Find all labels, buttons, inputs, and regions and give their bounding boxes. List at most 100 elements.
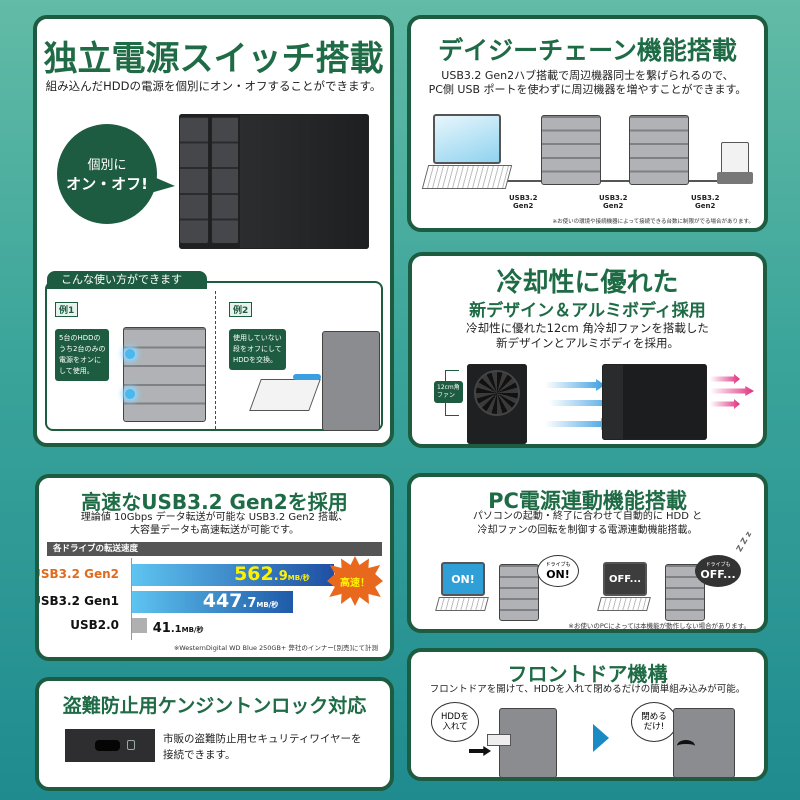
example1-line: 5台のHDDの (59, 334, 101, 342)
power-switch-subtitle: 組み込んだHDDの電源を個別にオン・オフすることができます。 (45, 79, 382, 93)
cooling-title-1: 冷却性に優れた (496, 268, 679, 298)
example2-line: HDDを交換。 (233, 356, 278, 364)
bubble-line2: オン・オフ! (66, 175, 148, 193)
fan-icon (474, 370, 520, 416)
airflow-out-arrow (710, 374, 740, 384)
kensington-desc-2: 接続できます。 (163, 749, 236, 761)
usb-speed-panel: 高速なUSB3.2 Gen2を採用 理論値 10Gbps データ転送が可能な U… (35, 474, 394, 661)
example2-tag: 例2 (229, 302, 253, 317)
kensington-slot-photo (65, 729, 155, 762)
daisy-chain-title: デイジーチェーン機能搭載 (438, 36, 737, 65)
enclosure-1-illustration (541, 115, 601, 185)
example2-line: 段をオフにして (233, 345, 282, 353)
airflow-in-arrow (545, 418, 611, 430)
pc-power-desc-2: 冷却ファンの回転を制御する電源連動機能搭載。 (477, 525, 698, 536)
close-arrow-icon (677, 740, 695, 752)
example1-enclosure-illustration (123, 327, 206, 422)
swap-arrows-icon (293, 374, 321, 380)
daisy-chain-desc-2: PC側 USB ポートを使わずに周辺機器を増やすことができます。 (428, 83, 747, 96)
enclosure-photo (179, 114, 369, 249)
kensington-title: 盗難防止用ケンジントンロック対応 (62, 695, 367, 717)
kensington-desc-1: 市販の盗難防止用セキュリティワイヤーを (163, 733, 362, 745)
daisy-chain-panel: デイジーチェーン機能搭載 USB3.2 Gen2ハブ搭載で周辺機器同士を繋げられ… (407, 15, 768, 232)
front-door-desc: フロントドアを開けて、HDDを入れて閉めるだけの簡単組み込みが可能。 (429, 684, 746, 695)
link-label-2: USB3.2 Gen2 (599, 194, 628, 210)
example1-line: 電源をオンに (59, 356, 101, 364)
example1-tag: 例1 (55, 302, 79, 317)
chart-title-bar: 各ドライブの転送速度 (47, 542, 382, 556)
close-door-text: 閉める だけ! (641, 712, 667, 732)
power-switch-panel: 独立電源スイッチ搭載 組み込んだHDDの電源を個別にオン・オフすることができます… (33, 15, 394, 447)
laptop-keyboard (421, 165, 513, 189)
bubble-tail (147, 174, 175, 194)
category-label: USB2.0 (70, 617, 119, 632)
power-on-spark-icon (125, 349, 135, 359)
front-door-title: フロントドア機構 (507, 662, 668, 686)
hdd-dock-illustration (721, 142, 749, 174)
bubble-line1: 個別に (87, 158, 127, 173)
example2-text: 使用していない 段をオフにして HDDを交換。 (229, 329, 286, 370)
enclosure-2-illustration (629, 115, 689, 185)
enclosure-front-trays (179, 116, 209, 244)
example2-enclosure-illustration (322, 331, 380, 431)
drive-on-small: ドライブも (545, 562, 571, 568)
speed-bar (132, 591, 293, 613)
drive-on-bubble: ドライブも ON! (537, 555, 579, 587)
lock-slot (95, 740, 120, 751)
laptop-off: OFF... (603, 562, 647, 596)
laptop-illustration (433, 114, 501, 164)
usb-speed-desc-2: 大容量データも高速転送が可能です。 (130, 525, 299, 536)
fast-badge: 高速！ (327, 556, 383, 606)
kensington-panel: 盗難防止用ケンジントンロック対応 市販の盗難防止用セキュリティワイヤーを 接続で… (35, 677, 394, 791)
example2-line: 使用していない (233, 334, 282, 342)
cooling-panel: 冷却性に優れた 新デザイン＆アルミボディ採用 冷却性に優れた12cm 角冷却ファ… (408, 252, 767, 448)
link-label-1: USB3.2 Gen2 (509, 194, 538, 210)
fast-badge-text: 高速！ (340, 577, 370, 589)
enclosure-front-trays-right (211, 116, 239, 244)
usage-divider (215, 291, 216, 429)
hdd-dock-base (717, 172, 753, 184)
laptop-on-text: ON! (451, 572, 475, 586)
drive-off-bubble: ドライブも OFF... (695, 555, 741, 587)
speed-bar (132, 564, 335, 586)
airflow-in-arrow (545, 379, 605, 391)
link-label-3: USB3.2 Gen2 (691, 194, 720, 210)
usb-speed-title: 高速なUSB3.2 Gen2を採用 (81, 490, 348, 514)
cooling-desc-2: 新デザインとアルミボディを採用。 (495, 336, 680, 350)
daisy-chain-desc-1: USB3.2 Gen2ハブ搭載で周辺機器同士を繋げられるので、 (441, 69, 734, 82)
pc-power-desc-1: パソコンの起動・終了に合わせて自動的に HDD と (472, 511, 703, 522)
hdd-insert-illustration (487, 734, 511, 746)
daisy-chain-note: ※お使いの環境や接続機器によって接続できる台数に制限がでる場合があります。 (552, 219, 754, 225)
pc-power-title: PC電源連動機能搭載 (488, 489, 687, 513)
next-step-arrow-icon (593, 724, 609, 752)
power-on-spark-icon (125, 389, 135, 399)
hdd-drive-illustration (249, 379, 321, 411)
value-label: 41.1MB/秒 (152, 620, 204, 636)
usage-header: こんな使い方ができます (47, 271, 207, 289)
value-label: 562.9MB/秒 (234, 563, 310, 585)
front-door-panel: フロントドア機構 フロントドアを開けて、HDDを入れて閉めるだけの簡単組み込みが… (407, 648, 768, 781)
power-switch-title: 独立電源スイッチ搭載 (43, 39, 384, 79)
example1-line: して使用。 (59, 367, 94, 375)
cooling-desc-1: 冷却性に優れた12cm 角冷却ファンを搭載した (466, 321, 709, 335)
cooling-title-2: 新デザイン＆アルミボディ採用 (469, 301, 706, 321)
fan-label: 12cm角 ファン (434, 381, 463, 403)
airflow-out-arrow (710, 386, 754, 396)
drive-on-big: ON! (546, 568, 570, 581)
enclosure-on (499, 564, 539, 621)
chain-cable (501, 180, 741, 182)
insert-arrow-icon (469, 746, 491, 756)
speed-bar (132, 618, 147, 633)
laptop-on: ON! (441, 562, 485, 596)
chart-axis (131, 558, 132, 640)
lock-icon (127, 740, 135, 750)
usb-speed-desc-1: 理論値 10Gbps データ転送が可能な USB3.2 Gen2 搭載、 (80, 512, 349, 523)
individual-on-off-bubble: 個別に オン・オフ! (57, 124, 157, 224)
laptop-off-text: OFF... (608, 573, 642, 585)
insert-hdd-text: HDDを 入れて (441, 712, 469, 732)
usb-speed-note: ※WesternDigital WD Blue 250GB+ 弊社のインナー[別… (173, 644, 378, 652)
example1-line: うち2台のみの (59, 345, 106, 353)
drive-off-big: OFF... (700, 568, 736, 581)
insert-hdd-bubble: HDDを 入れて (431, 702, 479, 742)
airflow-out-arrow (710, 399, 740, 409)
